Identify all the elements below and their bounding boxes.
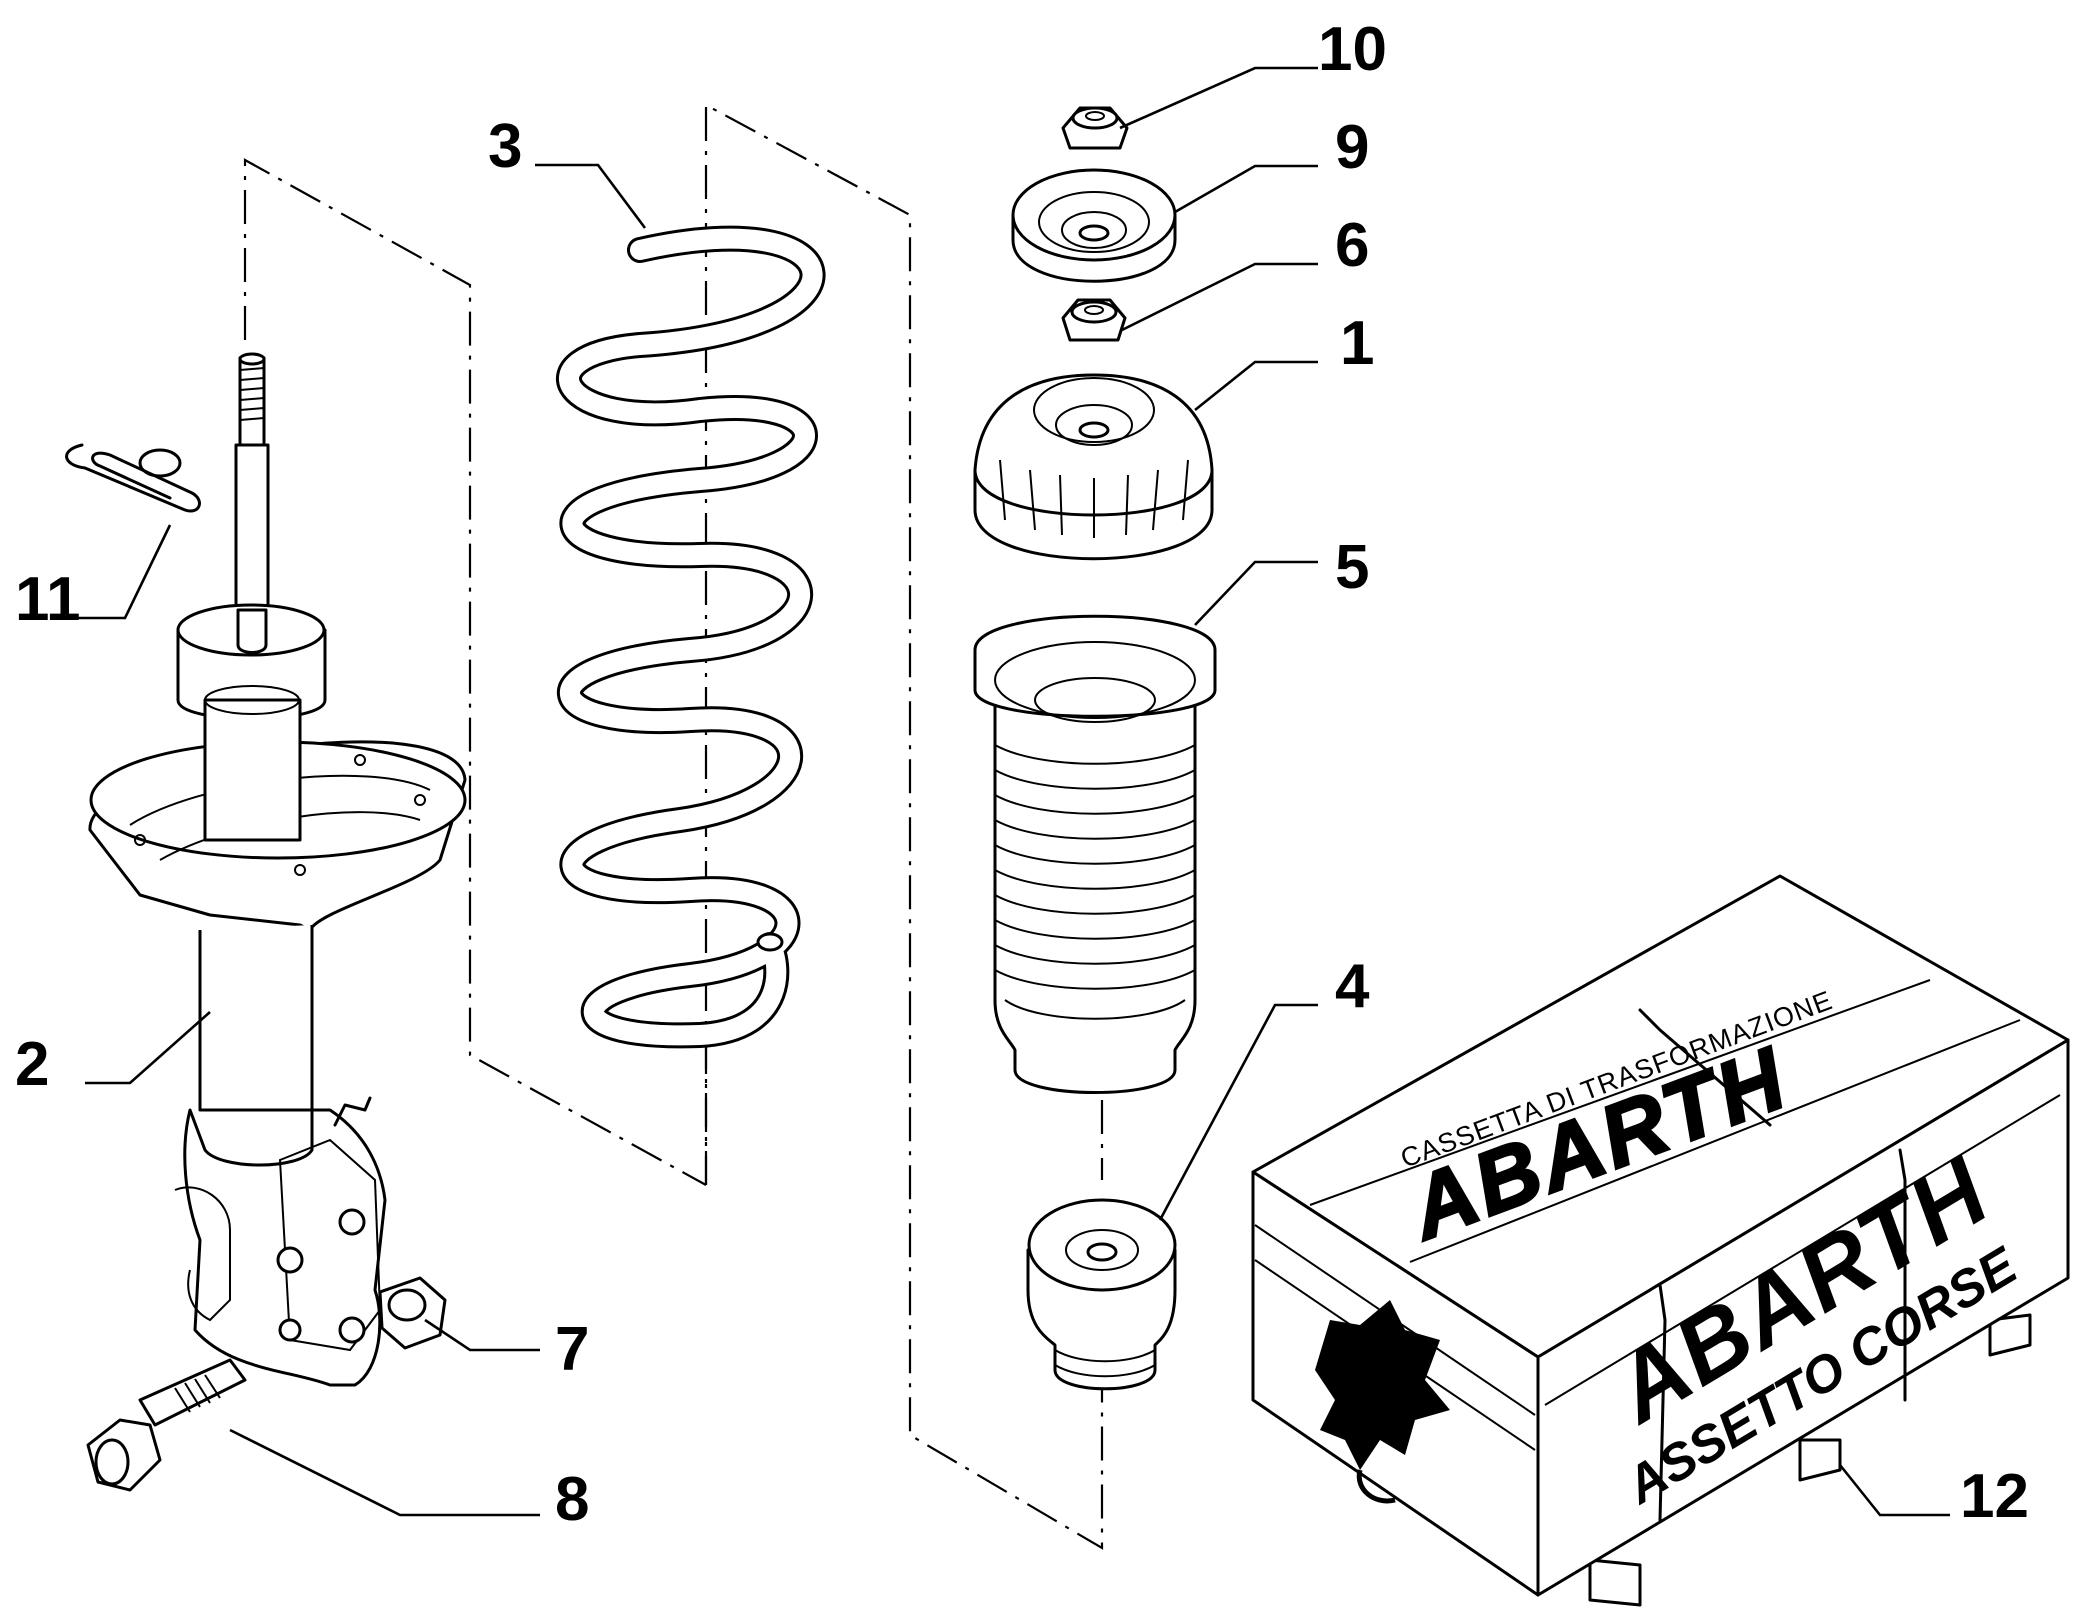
callout-10: 10 — [1318, 15, 1387, 84]
assembly-guide-lines — [243, 103, 1104, 1550]
nut-part-6 — [1061, 298, 1127, 342]
leader-lines — [65, 66, 1950, 1517]
nut-part-7 — [378, 1276, 447, 1350]
top-mount-part-1 — [973, 373, 1214, 561]
callout-7: 7 — [555, 1315, 589, 1384]
washer-part-9 — [1011, 168, 1177, 283]
coil-spring-part-3 — [556, 225, 826, 1049]
nut-part-10 — [1061, 106, 1129, 150]
callout-12: 12 — [1960, 1462, 2029, 1531]
callout-9: 9 — [1335, 113, 1369, 182]
callout-3: 3 — [488, 112, 522, 181]
callout-2: 2 — [15, 1030, 49, 1099]
scorpion-icon — [1315, 1300, 1450, 1504]
bolt-part-8 — [86, 1358, 247, 1492]
callout-5: 5 — [1335, 533, 1369, 602]
callout-8: 8 — [555, 1465, 589, 1534]
callout-4: 4 — [1335, 952, 1370, 1021]
clip-part-11 — [65, 443, 201, 513]
callout-6: 6 — [1335, 211, 1369, 280]
callout-numbers: 10 9 6 1 5 4 3 11 2 7 8 12 — [15, 15, 2029, 1534]
dust-boot-part-5 — [973, 614, 1217, 1094]
bump-stop-part-4 — [1026, 1198, 1177, 1391]
callout-11: 11 — [15, 565, 81, 634]
strut-part-2 — [88, 352, 467, 1387]
callout-1: 1 — [1340, 309, 1374, 378]
